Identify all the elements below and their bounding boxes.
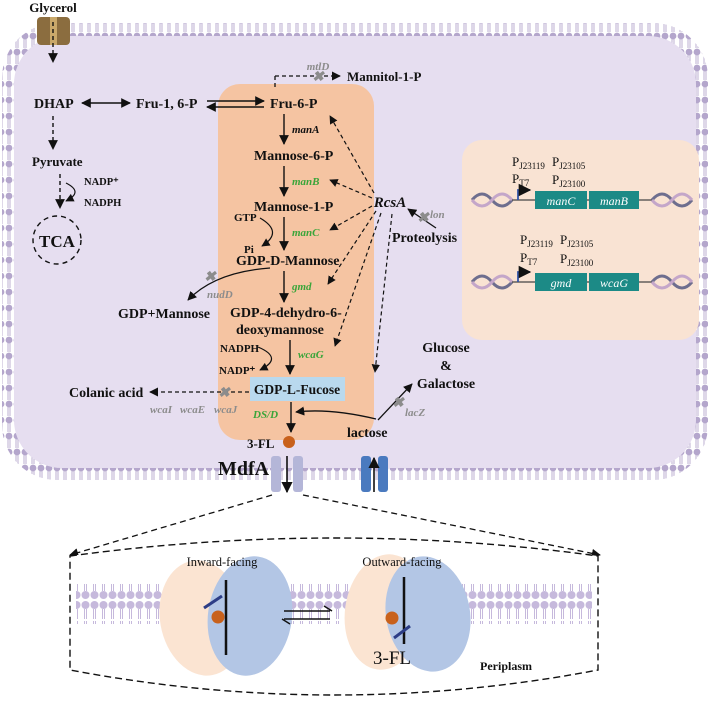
mdfa-transporter-left [271,456,281,492]
lon-gene: lon [430,209,445,221]
promoter-arrow-1 [517,183,532,200]
gdp-keto-label-1: GDP-4-dehydro-6- [230,306,342,321]
svg-text:PJ23100: PJ23100 [560,251,594,268]
manC-cassette [535,191,587,209]
mdfa-transporter-right [293,456,303,492]
nudD-arrow [187,267,271,301]
nadph-label-2: NADPH [220,343,260,355]
mannose6p-label: Mannose-6-P [254,149,334,164]
gtp-label: GTP [234,212,257,224]
outward-domain-right [385,556,471,672]
pi-label: Pi [244,244,254,256]
gdp-keto-label-2: deoxymannose [236,323,324,338]
inward-3fl-molecule [211,610,225,624]
three-fl-label: 3-FL [247,436,275,451]
fru16p-label: Fru-1, 6-P [136,97,198,112]
construct-gmd-wcaG: gmd wcaG PJ23119 PJ23105 PT7 PJ23100 [470,232,694,291]
proteolysis-label: Proteolysis [392,231,458,246]
wcaE-gene: wcaE [180,404,205,416]
mtlD-deletion-mark: ✖ [312,70,325,85]
mdfa-label: MdfA [218,458,270,480]
outward-facing-label: Outward-facing [362,555,442,569]
manB-gene: manB [292,176,320,188]
lactose-incorporation-arrow [295,406,377,420]
gdp-d-mannose-label: GDP-D-Mannose [236,254,339,269]
and-label: & [440,359,452,374]
lactose-permease-right [378,456,388,492]
glycerol-label: Glycerol [29,0,77,15]
lon-deletion-mark: ✖ [417,211,430,226]
rcsA-label: RcsA [373,195,407,211]
inward-domain-right [207,556,293,676]
svg-text:manB: manB [600,194,629,208]
tca-cycle [32,215,82,265]
lacZ-deletion-mark: ✖ [392,396,405,411]
lacZ-arrow [377,383,413,421]
glucose-label: Glucose [422,341,469,356]
gmd-gene: gmd [291,281,312,293]
svg-text:PJ23105: PJ23105 [560,232,594,249]
colanic-deletion-mark: ✖ [218,386,231,401]
promoter-arrow-2 [517,265,532,282]
inward-facing-label: Inward-facing [187,555,259,569]
wcaG-gene: wcaG [298,349,324,361]
nudD-gene: nudD [207,289,233,301]
wcaI-gene: wcaI [150,404,173,416]
svg-text:PJ23100: PJ23100 [552,172,586,189]
gdp-l-fucose-box [250,377,345,401]
equilibrium-arrows [281,618,291,625]
svg-text:PJ23105: PJ23105 [552,154,586,171]
nudD-deletion-mark: ✖ [204,270,217,285]
svg-text:manC: manC [547,194,577,208]
mannose1p-label: Mannose-1-P [254,200,334,215]
three-fl-periplasm-label: 3-FL [373,648,411,669]
colanic-acid-label: Colanic acid [69,386,143,401]
wcaG-cassette [589,273,639,291]
construct-manC-manB: manC manB PJ23119 PJ23105 PT7 PJ23100 [470,154,694,209]
svg-text:PJ23119: PJ23119 [520,232,553,249]
lactose-label: lactose [347,426,387,441]
zoom-line-right [302,494,601,558]
zoom-line-left [69,494,273,558]
three-fl-molecule [283,436,295,448]
manA-gene: manA [292,124,320,136]
gdp-mannose-products-label: GDP+Mannose [118,307,210,322]
pyruvate-label: Pyruvate [32,154,83,169]
mdfa-inset: Inward-facing Outward-facing 3-FL Peripl… [69,537,599,696]
nadph-label-1: NADPH [84,198,121,209]
manB-cassette [589,191,639,209]
gmd-cassette [535,273,587,291]
lacZ-gene: lacZ [405,407,425,419]
proteolysis-arrow [407,208,437,229]
lactose-permease-left [361,456,371,492]
svg-text:PT7: PT7 [512,171,530,188]
nadp-label-1: NADP⁺ [84,177,119,188]
outward-3fl-molecule [385,611,399,625]
wcaJ-gene: wcaJ [214,404,238,416]
tca-label: TCA [39,232,76,251]
svg-text:PT7: PT7 [520,250,538,267]
galactose-label: Galactose [417,377,475,392]
inset-bilayer [76,584,592,624]
svg-text:PJ23119: PJ23119 [512,154,545,171]
svg-text:wcaG: wcaG [600,276,628,290]
mannitol1p-label: Mannitol-1-P [347,69,421,84]
fru6p-label: Fru-6-P [270,97,318,112]
dsd-gene: DS/D [252,409,278,421]
nadp-label-2: NADP⁺ [219,365,256,377]
svg-text:gmd: gmd [551,276,573,290]
dhap-label: DHAP [34,97,74,112]
periplasm-label: Periplasm [480,659,532,673]
mtlD-gene: mtlD [307,61,330,73]
gdp-l-fucose-label: GDP-L-Fucose [254,382,340,397]
pathway-box [218,84,374,440]
manC-gene: manC [292,227,320,239]
